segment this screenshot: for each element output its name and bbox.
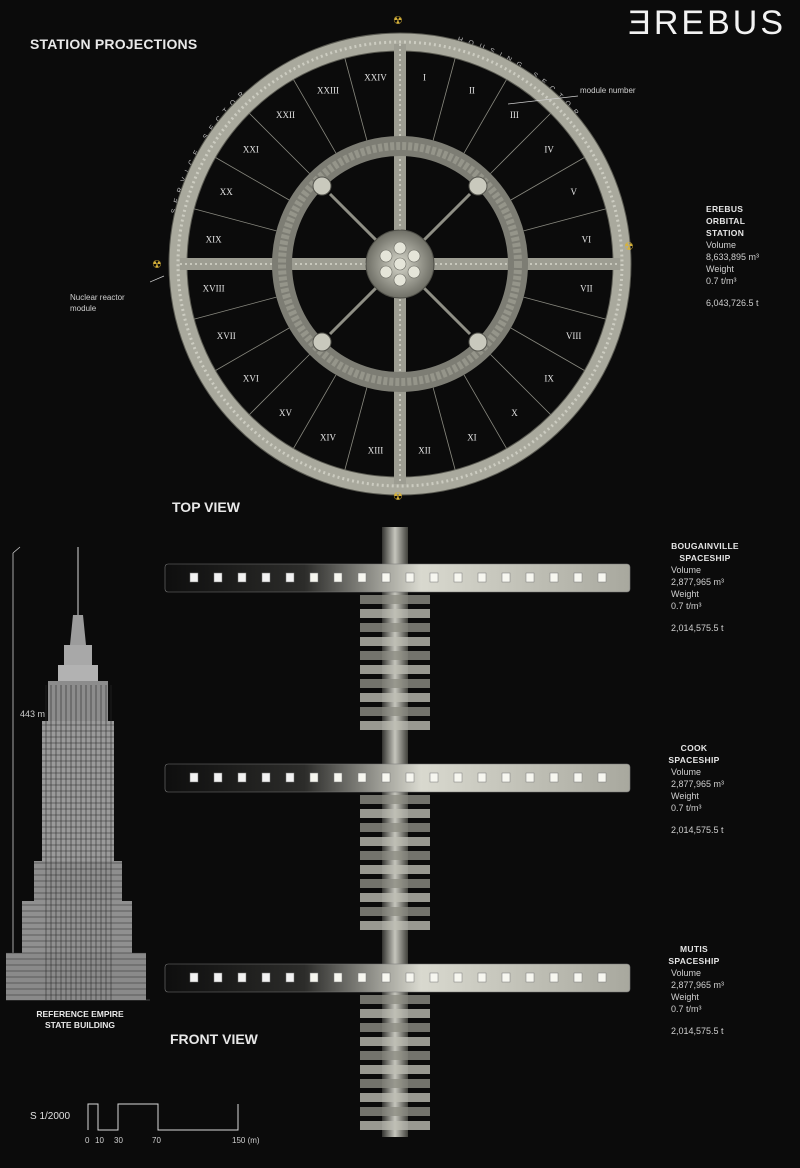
module-divider — [523, 296, 606, 320]
scale-label: S 1/2000 — [30, 1111, 71, 1122]
radiation-icon: ☢ — [152, 259, 162, 271]
module-number: XXI — [243, 145, 259, 155]
module-divider — [432, 387, 456, 470]
station-info-mutis: MUTIS SPACESHIP Volume 2,877,965 m³ Weig… — [668, 944, 725, 1036]
module-divider — [249, 113, 310, 174]
module-divider — [194, 208, 277, 232]
top-view-label: TOP VIEW — [172, 499, 240, 515]
radiation-icon: ☢ — [624, 241, 634, 253]
module-number: XXII — [276, 110, 295, 120]
module-number: XVIII — [203, 284, 225, 294]
module-divider — [510, 157, 585, 201]
scale-tick-150: 150 (m) — [232, 1136, 260, 1145]
module-number: XVI — [243, 373, 259, 383]
module-number: II — [469, 85, 475, 95]
module-divider — [293, 374, 337, 449]
module-number: III — [510, 110, 519, 120]
module-number: XIII — [368, 445, 384, 455]
station-info-erebus: EREBUS ORBITAL STATION Volume 8,633,895 … — [706, 204, 760, 308]
module-divider — [249, 354, 310, 415]
spine-modules — [360, 595, 430, 1130]
module-number: XV — [279, 408, 292, 418]
module-number: VIII — [566, 331, 582, 341]
reference-caption: REFERENCE EMPIRE STATE BUILDING — [36, 1009, 124, 1030]
module-divider — [215, 157, 290, 201]
module-number: VI — [582, 234, 592, 244]
empire-state-building — [6, 546, 150, 1001]
reactor-markers: ☢ ☢ ☢ ☢ — [152, 15, 634, 503]
module-number: XVII — [217, 331, 236, 341]
module-divider — [463, 374, 507, 449]
module-divider — [510, 327, 585, 371]
module-number: VII — [580, 284, 593, 294]
nuclear-reactor-annotation: Nuclear reactor module — [70, 293, 125, 313]
module-divider — [490, 354, 551, 415]
module-divider — [194, 296, 277, 320]
ship-disc-mutis — [164, 963, 631, 993]
module-number: XX — [220, 187, 233, 197]
page-title: STATION PROJECTIONS — [30, 36, 198, 52]
radiation-icon: ☢ — [393, 15, 403, 27]
module-divider — [463, 79, 507, 154]
station-top-view: SERVICE SECTOR HOUSING SECTOR LABORAL SE… — [150, 15, 634, 503]
ship-disc-bougainville — [164, 563, 631, 593]
module-number: X — [511, 408, 518, 418]
module-number: IX — [544, 373, 554, 383]
module-divider — [344, 58, 368, 141]
module-number: V — [570, 187, 577, 197]
station-info-bougainville: BOUGAINVILLE SPACESHIP Volume 2,877,965 … — [671, 541, 739, 633]
station-info-cook: COOK SPACESHIP Volume 2,877,965 m³ Weigh… — [668, 743, 725, 835]
radiation-icon: ☢ — [393, 491, 403, 503]
module-divider — [344, 387, 368, 470]
ship-disc-cook — [164, 763, 631, 793]
module-number: I — [423, 73, 426, 83]
module-divider — [293, 79, 337, 154]
front-view-label: FRONT VIEW — [170, 1031, 258, 1047]
module-number-annotation: module number — [580, 86, 636, 95]
module-numbers: IIIIIIIVVVIVIIVIIIIXXXIXIIXIIIXIVXVXVIXV… — [203, 73, 593, 456]
module-divider — [432, 58, 456, 141]
module-number: XXIV — [364, 73, 387, 83]
module-number: XIX — [206, 234, 222, 244]
module-number: XIV — [320, 433, 336, 443]
front-view-drawing — [164, 527, 631, 1137]
scale-tick-70: 70 — [152, 1136, 161, 1145]
inner-pods — [312, 176, 488, 352]
module-divider — [523, 208, 606, 232]
reference-height: 443 m — [20, 709, 46, 719]
module-divider — [215, 327, 290, 371]
module-number: XII — [418, 445, 431, 455]
module-number: XXIII — [317, 85, 339, 95]
erebus-logo: ƎREBUS — [628, 4, 786, 42]
scale-tick-0: 0 — [85, 1136, 90, 1145]
module-divider — [490, 113, 551, 174]
scale-bar — [87, 1103, 239, 1131]
module-number: XI — [467, 433, 477, 443]
module-number: IV — [544, 145, 554, 155]
scale-tick-10: 10 — [95, 1136, 104, 1145]
scale-tick-30: 30 — [114, 1136, 123, 1145]
